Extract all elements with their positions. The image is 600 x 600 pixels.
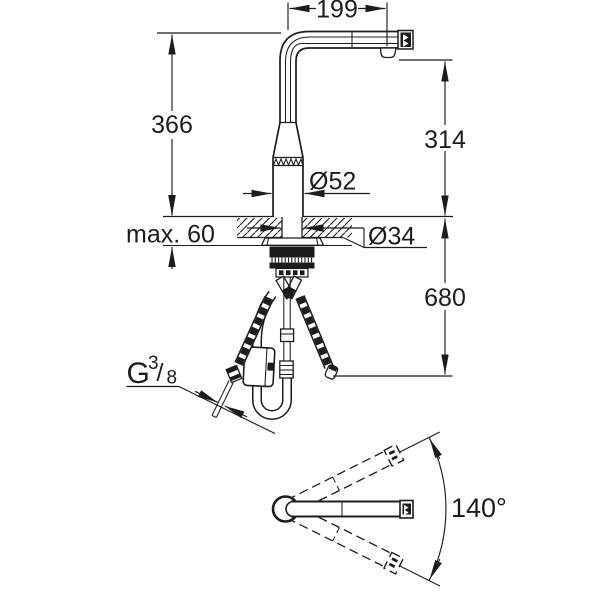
- thread-numerator-label: 3: [148, 353, 159, 374]
- max-60-label: max. 60: [126, 221, 215, 249]
- spray-head: [379, 29, 414, 59]
- mounting-nut: [269, 246, 315, 278]
- faucet-front-view: [163, 29, 453, 278]
- faucet-body: [272, 121, 304, 217]
- joint-knurling: [273, 157, 304, 167]
- central-supply-tube: [279, 277, 295, 379]
- swivel-top-view: 140°: [271, 431, 507, 587]
- hose-assembly: [211, 275, 339, 420]
- thread-size-callout: G 3 / 8: [126, 353, 276, 435]
- swivel-arm-lower: [274, 497, 441, 587]
- dia-52-label: Ø52: [309, 168, 356, 196]
- dia-34-label: Ø34: [368, 223, 415, 251]
- dim-hose-length: 680: [333, 218, 466, 377]
- thread-denominator-label: 8: [167, 368, 178, 389]
- faucet-spout: [279, 30, 398, 123]
- supply-hose-right: [295, 295, 339, 380]
- dim-314-label: 314: [424, 126, 466, 154]
- dimension-annotations: 199 366 314 680 Ø52: [126, 0, 466, 435]
- thread-g-label: G: [127, 357, 150, 390]
- faucet-shank: [281, 217, 303, 238]
- dim-199-label: 199: [316, 0, 358, 24]
- dim-hole-diameter: Ø34: [247, 223, 427, 251]
- mounting-flange: [260, 237, 325, 246]
- swivel-angle-label: 140°: [451, 493, 507, 523]
- dim-366-label: 366: [151, 111, 193, 139]
- dim-height-outlet: 314: [399, 59, 466, 216]
- dim-body-diameter: Ø52: [243, 168, 370, 198]
- swivel-angle-arc: 140°: [428, 437, 507, 581]
- dim-height-top: 366: [151, 32, 281, 216]
- thread-end-tube: [211, 380, 230, 416]
- thread-slash: /: [157, 359, 164, 387]
- supply-hose-left: [211, 295, 274, 418]
- dim-counter-thickness: max. 60: [126, 193, 215, 269]
- spout-plan-view: [285, 499, 414, 519]
- counterweight: [242, 346, 276, 388]
- dim-reach: 199: [287, 0, 388, 46]
- spray-outlet-nub: [379, 47, 397, 59]
- dim-680-label: 680: [424, 284, 466, 312]
